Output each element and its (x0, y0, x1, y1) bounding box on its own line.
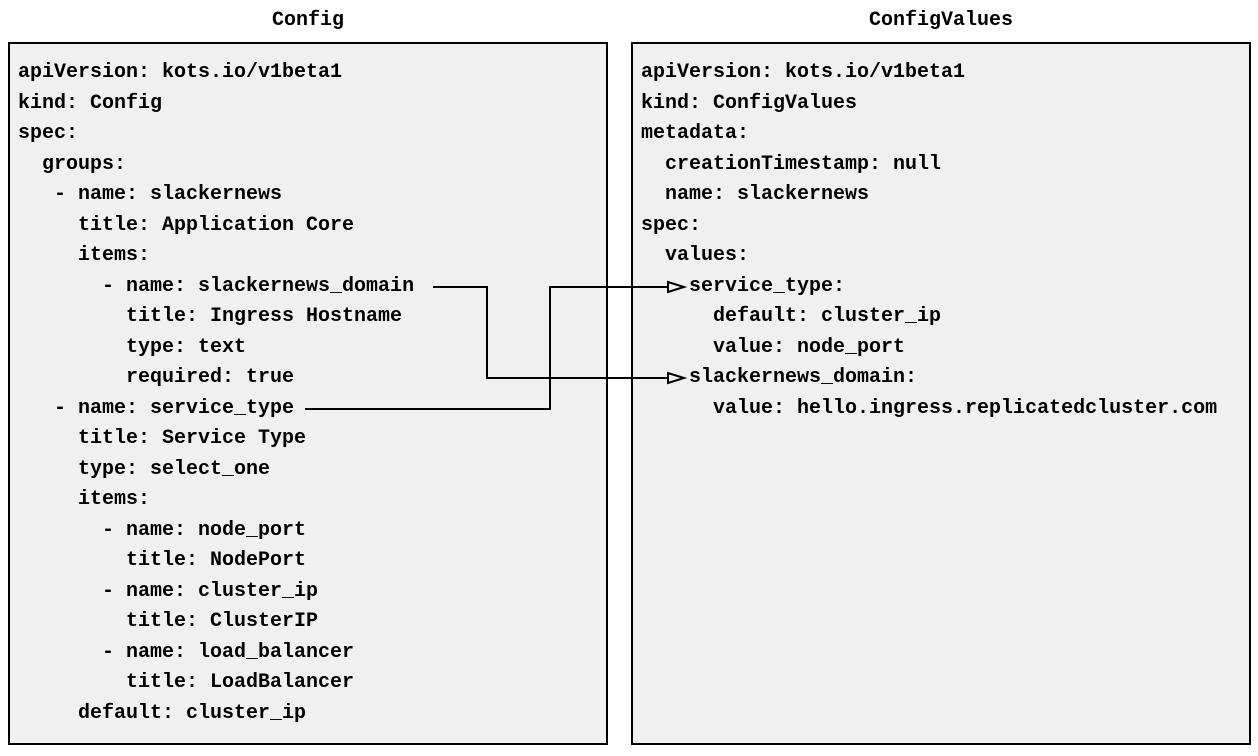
configvalues-yaml-code: apiVersion: kots.io/v1beta1 kind: Config… (641, 61, 1218, 420)
config-panel: apiVersion: kots.io/v1beta1 kind: Config… (8, 42, 608, 745)
config-panel-title: Config (271, 9, 344, 32)
config-yaml-code: apiVersion: kots.io/v1beta1 kind: Config… (18, 61, 415, 725)
configvalues-panel-title: ConfigValues (868, 9, 1014, 32)
configvalues-panel: apiVersion: kots.io/v1beta1 kind: Config… (631, 42, 1251, 745)
